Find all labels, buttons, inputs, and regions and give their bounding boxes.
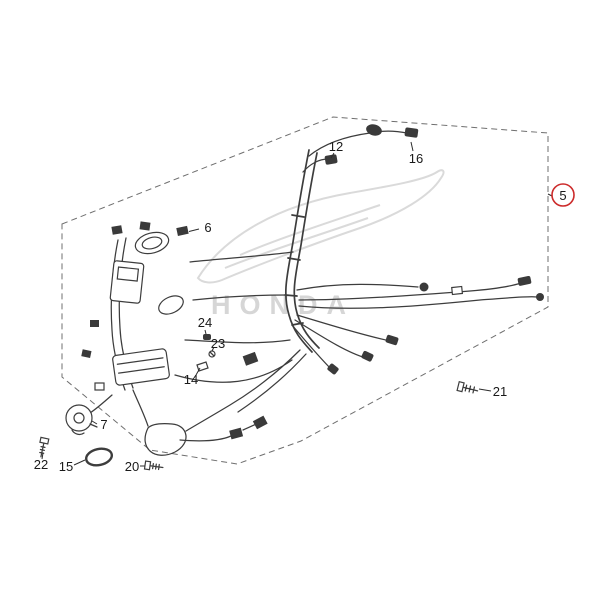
wire-coil-inner: [141, 236, 163, 250]
far-right-connector: [517, 276, 532, 286]
top-branch-wires: [302, 130, 408, 173]
callout-23[interactable]: 23: [211, 336, 225, 351]
cluster-connector: [81, 349, 92, 358]
connector-part-6: [176, 225, 189, 236]
leader-lines: [41, 141, 553, 467]
left-cluster-wires: [89, 237, 307, 432]
seal-ring-part-15: [84, 447, 114, 467]
right-branch-wires: [291, 282, 538, 372]
horn-part-7: [65, 404, 98, 436]
mid-connector: [327, 363, 339, 375]
top-connector: [366, 124, 382, 136]
cluster-connector: [139, 221, 151, 231]
watermark: HONDA: [196, 169, 445, 320]
callout-22[interactable]: 22: [34, 457, 48, 472]
dashed-boundary: [61, 116, 549, 465]
mid-connector: [361, 350, 374, 362]
main-harness-trunk: [284, 149, 320, 353]
fuse-box: [112, 348, 170, 386]
connector-part-16: [404, 127, 419, 138]
cluster-connector: [90, 320, 99, 327]
cluster-coupler: [94, 382, 105, 391]
callout-16[interactable]: 16: [409, 151, 423, 166]
callout-leader-lines: [41, 141, 553, 467]
wire-coil: [158, 295, 184, 315]
screw-slot: [209, 351, 215, 357]
callout-5-highlighted[interactable]: 5: [551, 183, 575, 207]
honda-wing-watermark: [196, 169, 445, 284]
bottom-loop-wires: [132, 389, 262, 456]
fuse-box-body: [112, 348, 170, 386]
callout-labels: 12 16 6 24 23 14 21 7 22 15 20 5: [34, 139, 575, 474]
center-connector: [242, 351, 259, 366]
bolt-part-21: [456, 380, 479, 394]
callout-15[interactable]: 15: [59, 459, 73, 474]
relay-box-window: [116, 266, 140, 282]
bolt-shaft: [462, 384, 479, 394]
bolt-part-22: [39, 436, 50, 458]
harness-artwork: [39, 124, 544, 471]
grommet-part-24: [203, 334, 211, 340]
relay-box: [109, 260, 145, 304]
round-connector: [419, 282, 429, 292]
callout-7[interactable]: 7: [100, 417, 107, 432]
round-terminal: [536, 293, 544, 301]
connector-part-12: [324, 154, 338, 165]
callout-5: 5: [559, 188, 566, 203]
callout-12[interactable]: 12: [329, 139, 343, 154]
bottom-connector: [229, 427, 244, 440]
horn-center: [73, 412, 85, 424]
bolt-shaft: [39, 442, 46, 458]
honda-wing-watermark-detail: [224, 204, 381, 269]
highlight-circle: [551, 183, 575, 207]
callout-20[interactable]: 20: [125, 459, 139, 474]
boundary-outline: [61, 116, 549, 465]
callout-21[interactable]: 21: [493, 384, 507, 399]
bolt-shaft: [149, 463, 164, 471]
bolt-part-20: [143, 460, 164, 471]
relay-box-body: [109, 260, 145, 304]
mid-connector: [385, 334, 399, 346]
callout-14[interactable]: 14: [184, 372, 198, 387]
cluster-connector: [111, 225, 123, 235]
callout-6[interactable]: 6: [204, 220, 211, 235]
fuse-box-lines: [116, 357, 165, 374]
screw-part-23: [208, 350, 216, 358]
inline-coupler: [451, 285, 464, 296]
horn-bracket: [71, 423, 98, 436]
callout-24[interactable]: 24: [198, 315, 212, 330]
